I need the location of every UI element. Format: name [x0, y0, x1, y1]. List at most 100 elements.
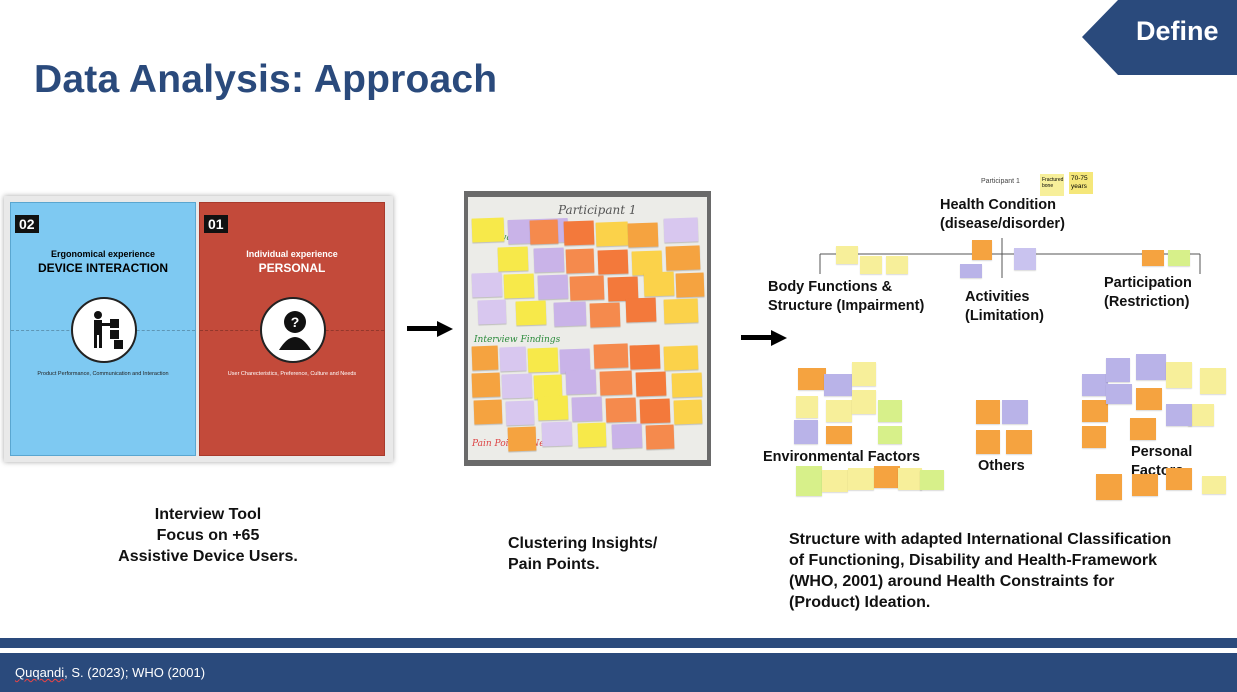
sticky-note: [675, 272, 705, 298]
sticky-note: [1202, 476, 1226, 494]
sticky-note: [878, 400, 902, 422]
card-subtitle: Ergonomical experience: [50, 249, 156, 259]
sticky-note-board: Participant 1 observation Interview Find…: [468, 197, 707, 460]
sticky-note: [1006, 430, 1032, 454]
sticky-note: [671, 372, 703, 398]
sticky-note: [1082, 426, 1106, 448]
sticky-note: [1014, 248, 1036, 270]
sticky-note: [665, 245, 701, 271]
sticky-note: [836, 246, 858, 264]
sticky-note: [527, 347, 559, 373]
sticky-note: [595, 221, 629, 247]
sticky-note: [503, 273, 535, 299]
personal-card: 01 Individual experience PERSONAL ? User…: [199, 202, 385, 456]
device-interaction-card: 02 Ergonomical experience DEVICE INTERAC…: [10, 202, 196, 456]
sticky-note: [796, 466, 822, 496]
person-stacking-boxes-icon: [71, 297, 137, 363]
sticky-note: [537, 274, 569, 300]
sticky-note: [553, 301, 587, 327]
sticky-note: [499, 346, 527, 372]
page-title: Data Analysis: Approach: [34, 58, 498, 101]
others-label: Others: [978, 458, 1025, 474]
sticky-note: [477, 299, 507, 325]
participant-label: Participant 1: [981, 178, 1020, 185]
sticky-note: [1132, 474, 1158, 496]
sticky-note: [501, 373, 533, 399]
sticky-note: [471, 217, 505, 243]
sticky-note: [874, 466, 900, 488]
sticky-note: [1106, 358, 1130, 382]
card-subtitle: Individual experience: [246, 249, 338, 259]
sticky-note: [565, 369, 597, 395]
sticky-note: [976, 400, 1000, 424]
board-title: Participant 1: [558, 203, 637, 217]
sticky-note: [1082, 374, 1108, 396]
sticky-note: [852, 362, 876, 386]
sticky-note: [663, 345, 699, 371]
sticky-note: [643, 271, 675, 297]
card-heading: PERSONAL: [258, 261, 326, 275]
sticky-note: [826, 426, 852, 444]
sticky-note: [898, 468, 922, 490]
health-condition-label: Health Condition (disease/disorder): [940, 197, 1065, 232]
sticky-note: [852, 390, 876, 414]
interview-tool-image: 02 Ergonomical experience DEVICE INTERAC…: [4, 196, 393, 462]
sticky-note: [972, 240, 992, 260]
card-number: 01: [204, 215, 228, 233]
sticky-note: [976, 430, 1000, 454]
sticky-note: [571, 396, 603, 422]
section-tab-label: Define: [1136, 16, 1219, 46]
sticky-note: [1166, 362, 1192, 388]
sticky-note: [597, 249, 629, 275]
citation: Quqandi, S. (2023); WHO (2001): [15, 665, 206, 680]
clustering-caption: Clustering Insights/ Pain Points.: [508, 535, 658, 573]
sticky-note: [629, 344, 661, 370]
sticky-note: [645, 424, 675, 450]
sticky-note: [563, 220, 595, 246]
sticky-note: [625, 297, 657, 323]
sticky-note: [673, 399, 703, 425]
sticky-note: [533, 247, 565, 273]
activities-label: Activities (Limitation): [965, 289, 1044, 324]
sticky-note: [599, 370, 633, 396]
interview-caption: Interview Tool Focus on +65 Assistive De…: [118, 506, 298, 565]
icf-framework-diagram: Participant 1 Fractured bone 70-75 years…: [740, 168, 1237, 500]
sticky-note: Fractured bone: [1040, 174, 1064, 196]
environmental-factors-label: Environmental Factors: [763, 449, 921, 465]
sticky-note: [824, 374, 852, 396]
sticky-note: [663, 217, 699, 243]
structure-caption: Structure with adapted International Cla…: [789, 531, 1172, 611]
sticky-note: [605, 397, 637, 423]
card-footer: Product Performance, Communication and I…: [37, 371, 169, 377]
sticky-note: [1106, 384, 1132, 404]
clustering-photo: Participant 1 observation Interview Find…: [464, 191, 711, 466]
sticky-note: [635, 371, 667, 397]
sticky-note: [589, 302, 621, 328]
board-section-label: Interview Findings: [474, 335, 561, 345]
sticky-note: [515, 300, 547, 326]
card-footer: User Charecteristics, Preference, Cultur…: [227, 371, 357, 377]
sticky-note: [537, 395, 569, 421]
card-number: 02: [15, 215, 39, 233]
sticky-note: [505, 400, 535, 426]
arrow-right-icon: [741, 330, 787, 346]
sticky-note: [1082, 400, 1108, 422]
sticky-note: [577, 422, 607, 448]
sticky-note: [1200, 368, 1226, 394]
sticky-note: [960, 264, 982, 278]
sticky-note: [886, 256, 908, 274]
person-question-icon: ?: [260, 297, 326, 363]
card-heading: DEVICE INTERACTION: [37, 261, 168, 275]
sticky-note: [1142, 250, 1164, 266]
sticky-note: [1166, 404, 1192, 426]
sticky-note: [471, 272, 503, 298]
sticky-note: [565, 248, 595, 274]
sticky-note: [848, 468, 874, 490]
arrow-right-icon: [407, 321, 453, 337]
diagram-connectors: [819, 238, 1201, 278]
sticky-note: [1188, 404, 1214, 426]
sticky-note: [529, 219, 559, 245]
sticky-note: [796, 396, 818, 418]
sticky-note: [541, 421, 573, 447]
sticky-note: [1166, 468, 1192, 490]
